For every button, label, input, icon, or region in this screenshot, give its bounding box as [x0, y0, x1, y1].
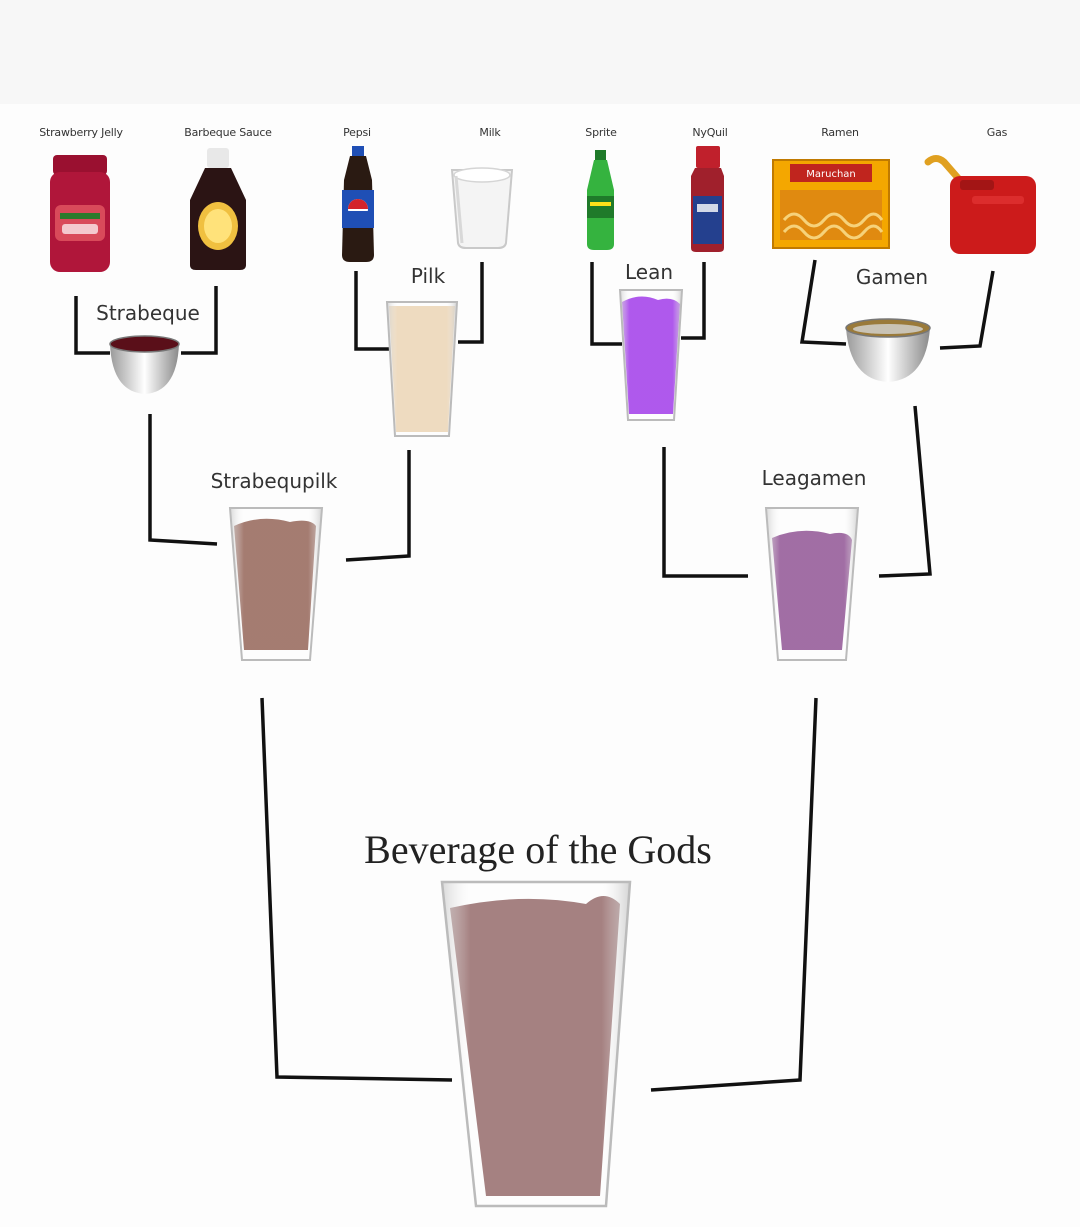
label-pepsi: Pepsi	[343, 126, 371, 139]
line-strabeque-to-strabequpilk	[148, 414, 218, 546]
barbeque-sauce-bottle-icon	[190, 148, 246, 270]
label-ramen: Ramen	[821, 126, 859, 139]
strawberry-jelly-jar-icon	[50, 155, 110, 272]
nyquil-bottle-icon	[691, 146, 724, 252]
label-milk: Milk	[479, 126, 501, 139]
strabequpilk-glass-icon	[228, 507, 324, 661]
line-gas-to-gamen	[939, 270, 995, 350]
label-leagamen: Leagamen	[761, 466, 867, 490]
gamen-bowl-icon	[845, 318, 931, 382]
label-pilk: Pilk	[410, 264, 446, 288]
pilk-glass-icon	[385, 301, 459, 437]
line-bbq-to-strabeque	[181, 286, 218, 355]
line-strabequpilk-to-final	[260, 697, 453, 1082]
ramen-brand-text: Maruchan	[806, 169, 856, 180]
ramen-pack-icon: Maruchan	[772, 159, 890, 249]
line-strawberry-to-strabeque	[74, 296, 110, 355]
label-sprite: Sprite	[585, 126, 617, 139]
line-leagamen-to-final	[650, 697, 818, 1092]
line-ramen-to-gamen	[799, 259, 847, 346]
line-lean-to-leagamen	[662, 447, 748, 578]
label-lean: Lean	[624, 260, 674, 284]
label-strabequpilk: Strabequpilk	[210, 469, 338, 493]
line-sprite-to-lean	[590, 262, 622, 346]
line-nyquil-to-lean	[681, 262, 706, 340]
line-milk-to-pilk	[458, 262, 484, 344]
beverage-of-the-gods-glass-icon	[440, 880, 632, 1208]
leagamen-glass-icon	[764, 507, 860, 661]
label-strawberry-jelly: Strawberry Jelly	[39, 126, 123, 139]
label-nyquil: NyQuil	[692, 126, 728, 139]
pepsi-bottle-icon	[342, 146, 374, 262]
sprite-bottle-icon	[587, 150, 614, 250]
strabeque-bowl-icon	[109, 335, 180, 394]
bracket-lines	[74, 259, 995, 1092]
label-gamen: Gamen	[855, 265, 929, 289]
label-barbeque-sauce: Barbeque Sauce	[184, 126, 272, 139]
label-gas: Gas	[986, 126, 1008, 139]
gas-can-icon	[924, 155, 1036, 254]
line-gamen-to-leagamen	[878, 405, 932, 578]
label-strabeque: Strabeque	[96, 301, 200, 325]
milk-glass-icon	[450, 167, 514, 249]
top-band	[0, 0, 1080, 104]
line-pilk-to-strabequpilk	[345, 450, 411, 562]
lean-glass-icon	[618, 289, 684, 421]
final-title: Beverage of the Gods	[364, 827, 712, 872]
line-pepsi-to-pilk	[354, 271, 389, 351]
